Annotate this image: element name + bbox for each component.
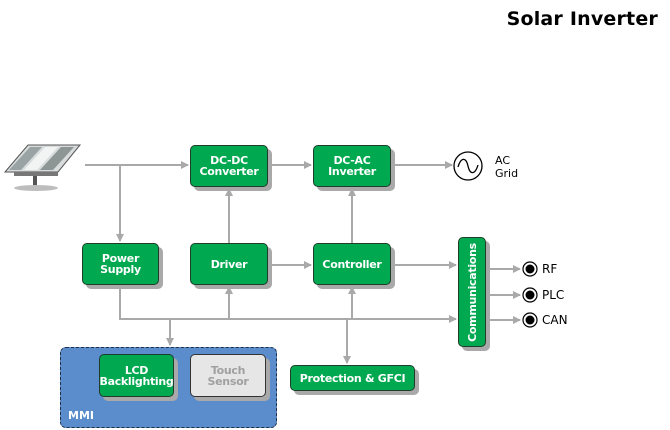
controller-block[interactable]: Controller bbox=[313, 243, 391, 285]
touch-sensor-block[interactable]: Touch Sensor bbox=[190, 354, 266, 397]
interface-label-plc: PLC bbox=[542, 288, 565, 302]
communications-label: Communications bbox=[465, 242, 479, 342]
port-icon-plc bbox=[522, 287, 538, 303]
port-icon-can bbox=[522, 312, 538, 328]
dc-dc-converter-block[interactable]: DC-DC Converter bbox=[190, 145, 268, 187]
communications-block[interactable]: Communications bbox=[458, 237, 486, 347]
diagram-title: Solar Inverter bbox=[506, 8, 658, 30]
dc-ac-inverter-block[interactable]: DC-AC Inverter bbox=[313, 145, 391, 187]
interface-label-rf: RF bbox=[542, 262, 558, 276]
driver-block[interactable]: Driver bbox=[190, 243, 268, 285]
ac-sine-icon bbox=[453, 151, 483, 181]
solar-panel-icon bbox=[3, 144, 82, 191]
power-supply-block[interactable]: Power Supply bbox=[82, 243, 159, 285]
wire-power-bus bbox=[119, 287, 457, 323]
lcd-backlighting-block[interactable]: LCD Backlighting bbox=[99, 354, 174, 397]
protection-gfci-block[interactable]: Protection & GFCI bbox=[290, 365, 415, 391]
mmi-label: MMI bbox=[68, 409, 94, 422]
interface-label-can: CAN bbox=[542, 313, 568, 327]
port-icon-rf bbox=[522, 261, 538, 277]
ac-grid-label: AC Grid bbox=[495, 154, 519, 180]
